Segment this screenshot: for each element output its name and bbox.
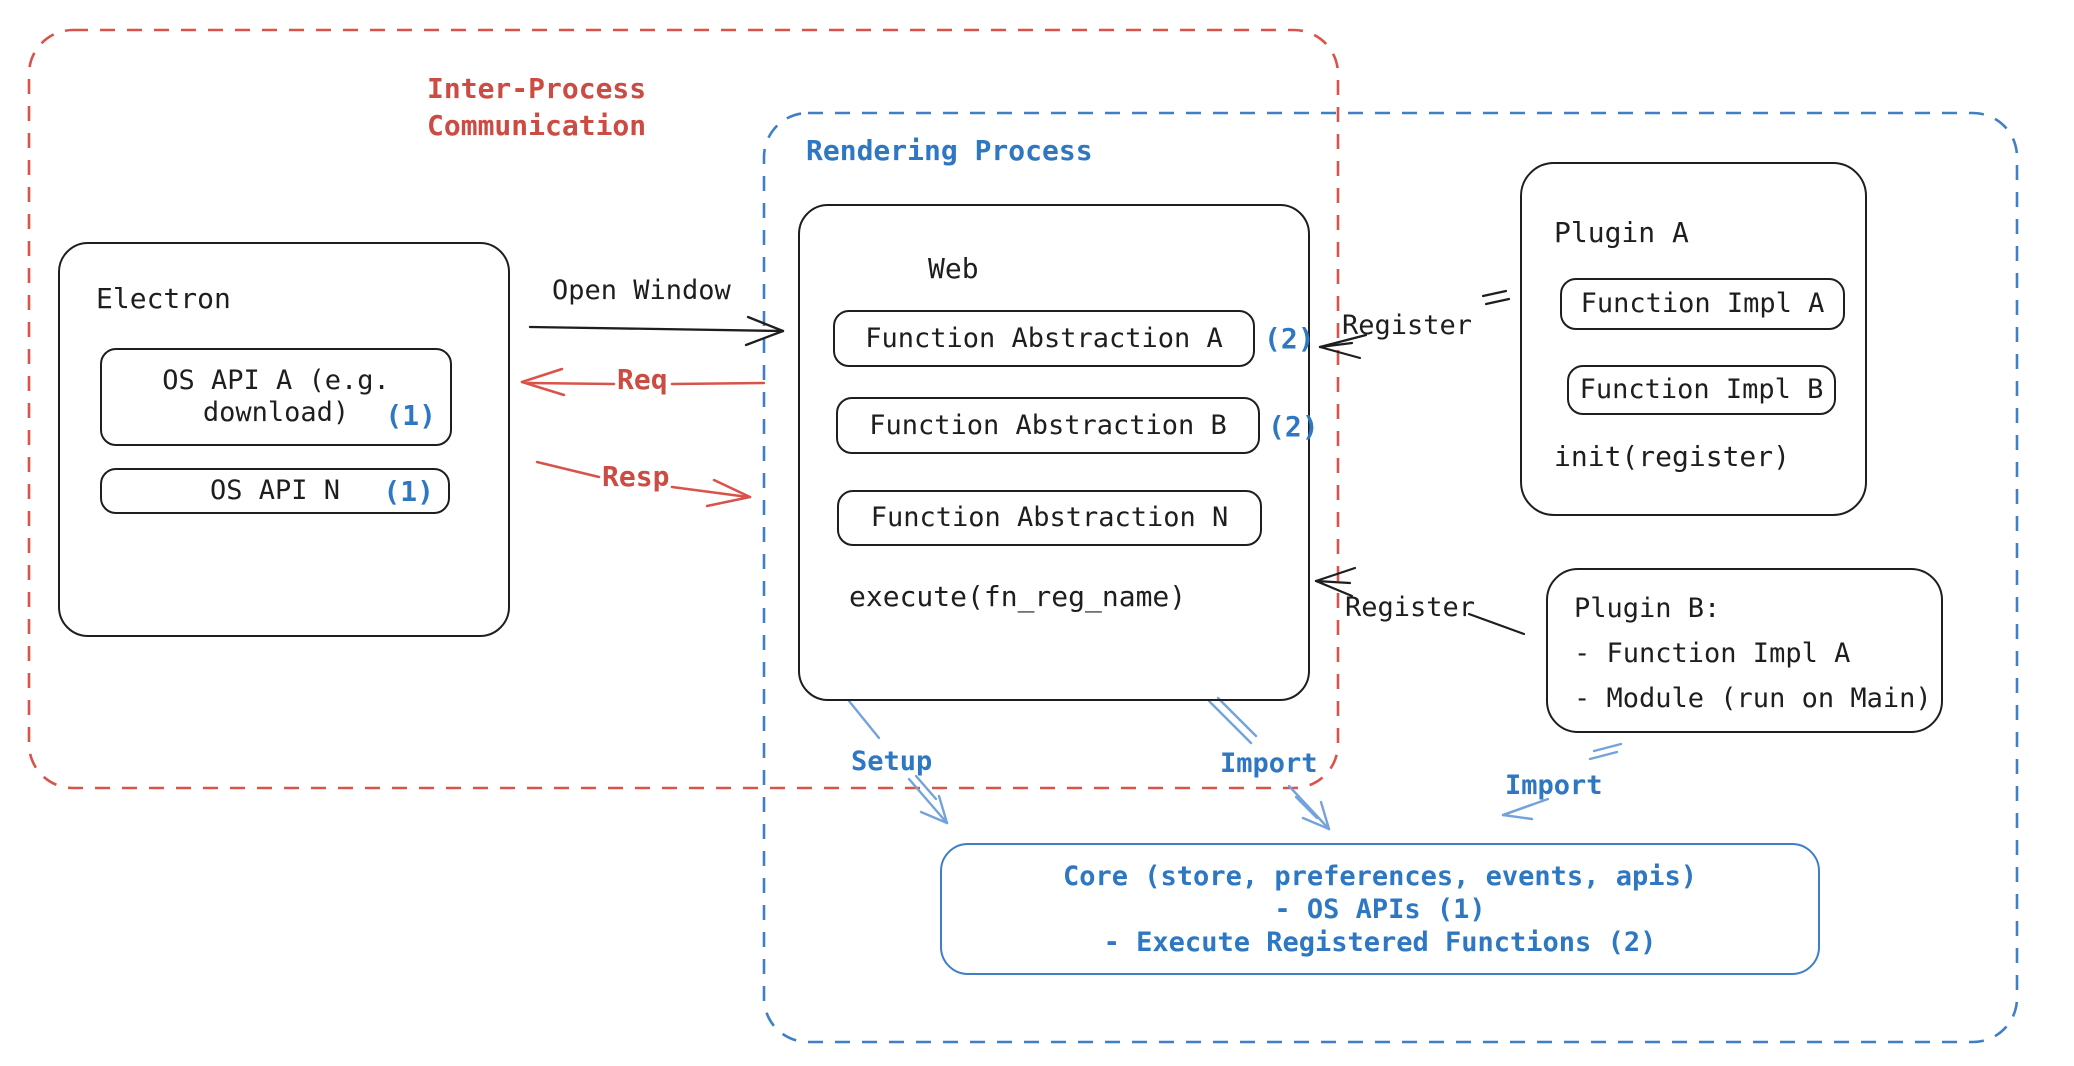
core-text: Core (store, preferences, events, apis) … — [1063, 860, 1697, 958]
register-top-label: Register — [1342, 310, 1473, 341]
import-web-label: Import — [1220, 748, 1318, 779]
resp-label: Resp — [602, 460, 670, 493]
ipc-label: Inter-Process Communication — [427, 72, 647, 142]
os-api-n-box: OS API N (1) — [100, 468, 450, 514]
register-bottom-label: Register — [1345, 592, 1476, 623]
req-label: Req — [617, 363, 668, 396]
os-api-a-badge: (1) — [385, 399, 436, 432]
open-window-label: Open Window — [552, 275, 731, 306]
function-impl-b-label: Function Impl B — [1579, 374, 1824, 405]
setup-label: Setup — [851, 746, 933, 777]
execute-label: execute(fn_reg_name) — [849, 580, 1187, 613]
function-abstraction-a-badge: (2) — [1264, 322, 1315, 355]
function-abstraction-b-box: Function Abstraction B — [836, 397, 1260, 454]
os-api-n-label: OS API N — [209, 475, 341, 506]
function-impl-a-box: Function Impl A — [1560, 278, 1845, 330]
function-impl-a-label: Function Impl A — [1580, 288, 1825, 319]
web-box: Web Function Abstraction A (2) Function … — [798, 204, 1319, 701]
function-abstraction-a-box: Function Abstraction A — [833, 310, 1255, 367]
function-impl-b-box: Function Impl B — [1567, 365, 1836, 415]
os-api-n-badge: (1) — [383, 475, 434, 508]
rendering-process-label: Rendering Process — [806, 134, 1093, 167]
os-api-a-box: OS API A (e.g. download) (1) — [100, 348, 452, 446]
plugin-a-box: Plugin A Function Impl A Function Impl B… — [1520, 162, 1867, 516]
plugin-b-text: Plugin B: - Function Impl A - Module (ru… — [1574, 593, 1932, 714]
electron-box: Electron OS API A (e.g. download) (1) OS… — [58, 242, 510, 637]
open-window-arrow — [528, 315, 785, 347]
function-abstraction-b-badge: (2) — [1268, 410, 1319, 443]
web-title: Web — [928, 252, 979, 285]
core-box: Core (store, preferences, events, apis) … — [940, 843, 1820, 975]
plugin-b-box: Plugin B: - Function Impl A - Module (ru… — [1546, 568, 1943, 733]
function-abstraction-n-box: Function Abstraction N — [837, 490, 1262, 546]
init-register-label: init(register) — [1554, 440, 1791, 473]
function-abstraction-b-label: Function Abstraction B — [869, 409, 1227, 441]
os-api-a-label: OS API A (e.g. download) — [162, 365, 390, 428]
plugin-a-title: Plugin A — [1554, 216, 1689, 249]
function-abstraction-a-label: Function Abstraction A — [865, 322, 1223, 354]
import-plugin-label: Import — [1505, 770, 1603, 801]
function-abstraction-n-label: Function Abstraction N — [870, 502, 1229, 533]
electron-title: Electron — [96, 282, 231, 315]
